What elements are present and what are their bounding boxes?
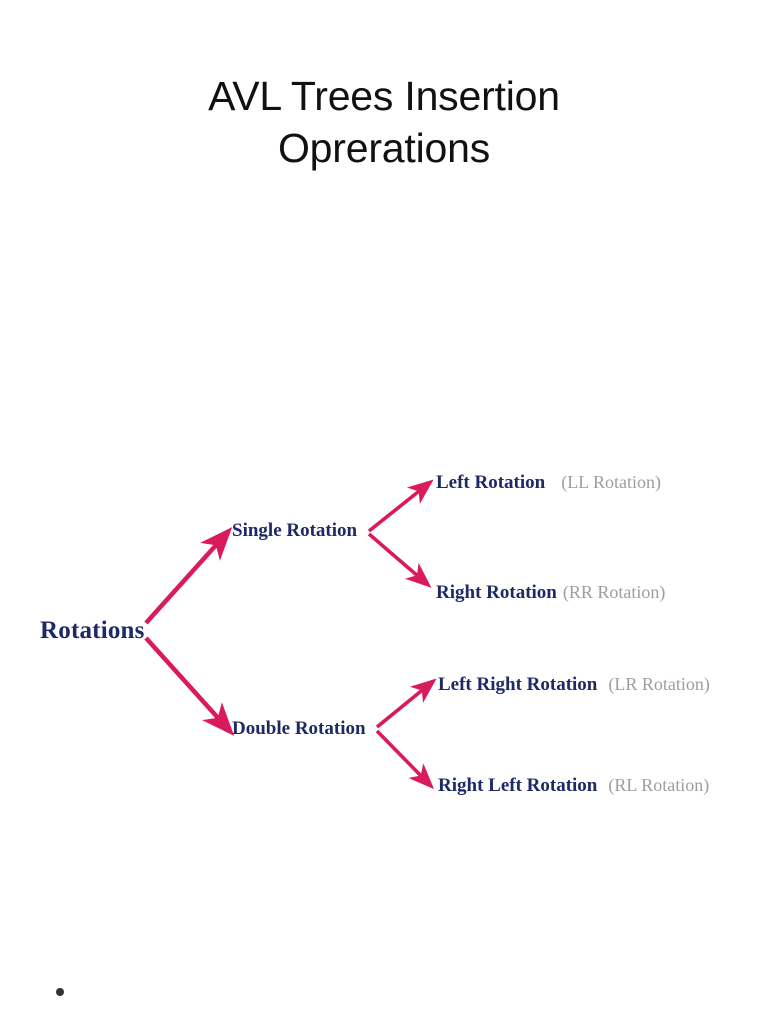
arrow-root-to-double (144, 636, 235, 736)
node-right-left-rotation[interactable]: Right Left Rotation (RL Rotation) (438, 776, 709, 795)
node-right-rotation[interactable]: Right Rotation(RR Rotation) (436, 583, 665, 602)
arrow-single-to-right (367, 532, 432, 588)
node-left-rotation[interactable]: Left Rotation (LL Rotation) (436, 473, 661, 492)
node-left-right-rotation[interactable]: Left Right Rotation (LR Rotation) (438, 675, 710, 694)
node-right-left-rotation-alias: (RL Rotation) (608, 775, 710, 795)
node-right-left-rotation-label: Right Left Rotation (438, 775, 598, 796)
arrow-root-to-single (144, 527, 233, 625)
arrow-single-to-left (367, 479, 434, 533)
node-right-rotation-label: Right Rotation (436, 582, 557, 603)
arrow-double-to-left-right (375, 678, 437, 729)
node-right-rotation-alias: (RR Rotation) (562, 582, 666, 602)
node-single-rotation[interactable]: Single Rotation (232, 520, 358, 541)
node-left-rotation-label: Left Rotation (436, 472, 546, 493)
node-left-right-rotation-alias: (LR Rotation) (608, 674, 710, 694)
node-left-right-rotation-label: Left Right Rotation (438, 674, 598, 695)
arrow-double-to-right-left (375, 729, 435, 790)
node-rotations[interactable]: Rotations (40, 617, 145, 644)
bullet-dot-icon (56, 988, 64, 996)
node-left-rotation-alias: (LL Rotation) (561, 472, 662, 492)
page-title: AVL Trees Insertion Oprerations (208, 73, 560, 172)
bullet-list-item[interactable] (56, 988, 64, 996)
node-double-rotation[interactable]: Double Rotation (232, 718, 366, 739)
